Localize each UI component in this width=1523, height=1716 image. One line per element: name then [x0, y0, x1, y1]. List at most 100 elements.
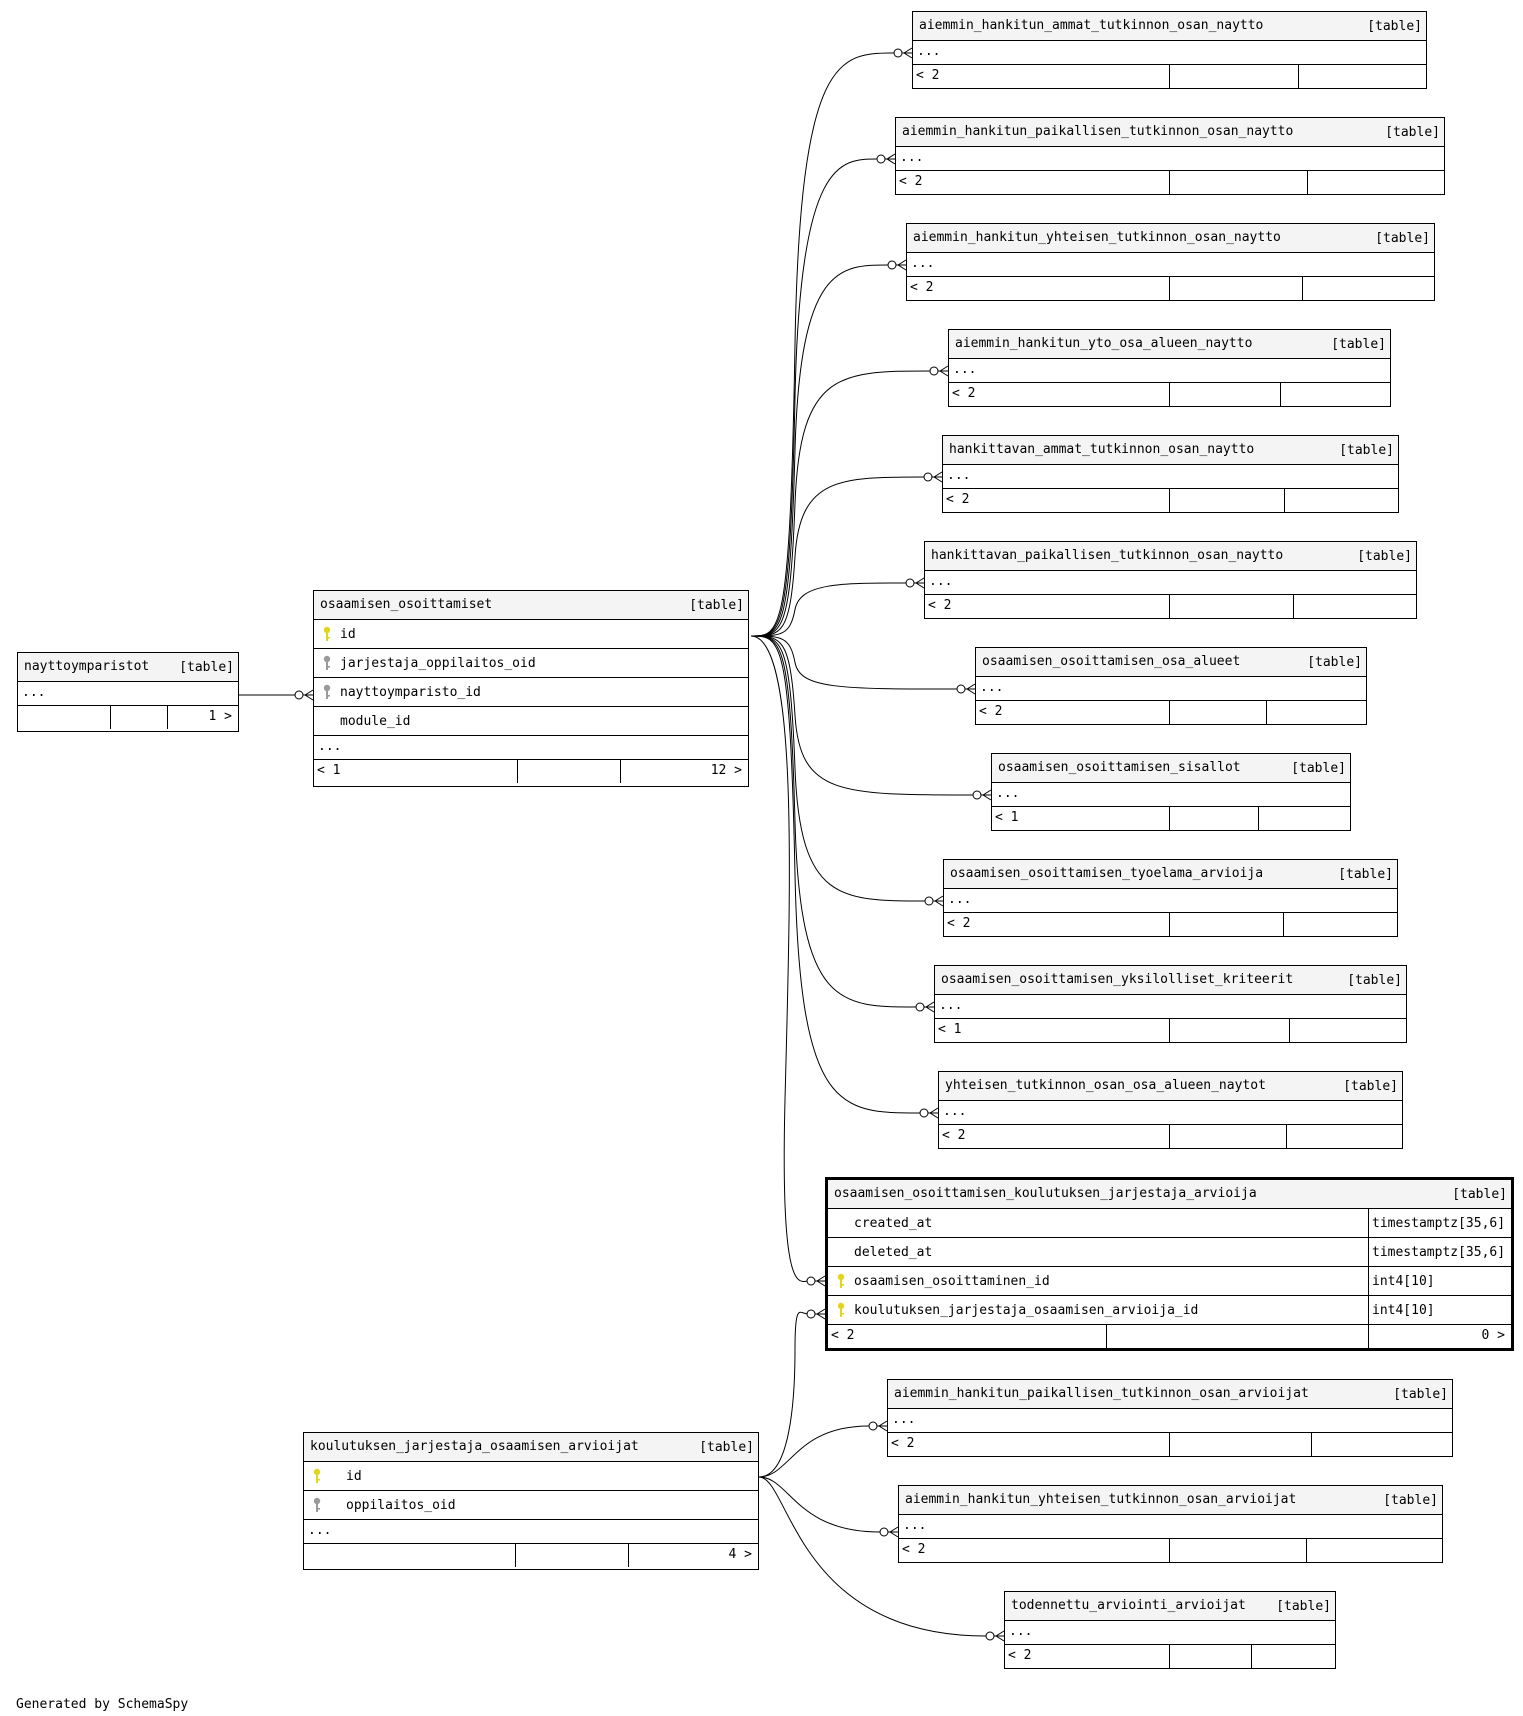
table-footer: < 2: [913, 65, 1426, 88]
table-name: osaamisen_osoittamisen_tyoelama_arvioija: [950, 866, 1264, 881]
foreign-key-icon: [323, 655, 331, 670]
parent-count: < 2: [916, 68, 940, 83]
relationship-crowfoot: [876, 153, 896, 165]
generator-credit: Generated by SchemaSpy: [16, 1697, 189, 1712]
table-kind: [table]: [1375, 231, 1430, 246]
table-kind: [table]: [1452, 1187, 1507, 1202]
table-footer: < 2: [943, 489, 1398, 512]
table-footer: < 1: [992, 807, 1350, 830]
table-aiemmin-hankitun-yto-osa-alueen-naytto[interactable]: aiemmin_hankitun_yto_osa_alueen_naytto[t…: [948, 329, 1391, 407]
table-name: osaamisen_osoittamisen_koulutuksen_jarje…: [834, 1186, 1257, 1201]
relationship-crowfoot: [806, 1308, 826, 1320]
relationship-crowfoot: [879, 1526, 899, 1538]
table-hankittavan-paikallisen-tutkinnon-osan-naytto[interactable]: hankittavan_paikallisen_tutkinnon_osan_n…: [924, 541, 1417, 619]
table-aiemmin-hankitun-yhteisen-tutkinnon-osan-arvioijat[interactable]: aiemmin_hankitun_yhteisen_tutkinnon_osan…: [898, 1485, 1443, 1563]
table-name: nayttoymparistot: [24, 659, 150, 674]
more-columns: ...: [22, 685, 46, 700]
table-kind: [table]: [1383, 1493, 1438, 1508]
table-osaamisen-osoittamisen-tyoelama-arvioija[interactable]: osaamisen_osoittamisen_tyoelama_arvioija…: [943, 859, 1398, 937]
relationship-crowfoot: [929, 365, 949, 377]
table-nayttoymparistot[interactable]: nayttoymparistot[table] ... 1 >: [17, 652, 239, 732]
table-kind: [table]: [1331, 337, 1386, 352]
table-footer: < 2 0 >: [828, 1325, 1511, 1348]
relationship-line: [750, 582, 907, 637]
table-kind: [table]: [1367, 19, 1422, 34]
primary-key-icon: [323, 626, 331, 641]
relationship-line: [758, 1476, 881, 1533]
relationship-line: [758, 1311, 809, 1478]
table-yhteisen-tutkinnon-osan-osa-alueen-naytot[interactable]: yhteisen_tutkinnon_osan_osa_alueen_nayto…: [938, 1071, 1403, 1149]
table-osaamisen-osoittamisen-yksilolliset-kriteerit[interactable]: osaamisen_osoittamisen_yksilolliset_krit…: [934, 965, 1407, 1043]
table-name: hankittavan_ammat_tutkinnon_osan_naytto: [949, 442, 1255, 457]
relationship-line: [750, 158, 878, 637]
more-columns: ...: [943, 1104, 967, 1119]
table-aiemmin-hankitun-ammat-tutkinnon-osan-naytto[interactable]: aiemmin_hankitun_ammat_tutkinnon_osan_na…: [912, 11, 1427, 89]
relationship-line: [750, 476, 925, 637]
relationship-line: [758, 1425, 870, 1478]
table-aiemmin-hankitun-paikallisen-tutkinnon-osan-naytto[interactable]: aiemmin_hankitun_paikallisen_tutkinnon_o…: [895, 117, 1445, 195]
relationship-line: [750, 264, 889, 637]
table-kind: [table]: [1347, 973, 1402, 988]
more-columns: ...: [892, 1412, 916, 1427]
relationship-crowfoot: [887, 259, 907, 271]
foreign-key-icon: [313, 1497, 321, 1512]
table-osaamisen-osoittamisen-sisallot[interactable]: osaamisen_osoittamisen_sisallot[table] .…: [991, 753, 1351, 831]
table-osaamisen-osoittamiset[interactable]: osaamisen_osoittamiset[table] id jarjest…: [313, 590, 749, 787]
parent-count: < 2: [979, 704, 1003, 719]
table-hankittavan-ammat-tutkinnon-osan-naytto[interactable]: hankittavan_ammat_tutkinnon_osan_naytto […: [942, 435, 1399, 513]
more-columns: ...: [1009, 1624, 1033, 1639]
table-kind: [table]: [689, 598, 744, 613]
column-name: module_id: [340, 714, 411, 729]
table-footer: < 2: [925, 595, 1416, 618]
parent-count: < 1: [995, 810, 1019, 825]
column-name: koulutuksen_jarjestaja_osaamisen_arvioij…: [854, 1303, 1199, 1318]
relationship-crowfoot: [956, 683, 976, 695]
table-osaamisen-osoittamisen-osa-alueet[interactable]: osaamisen_osoittamisen_osa_alueet[table]…: [975, 647, 1367, 725]
column-type: timestamptz[35,6]: [1372, 1245, 1506, 1260]
table-kind: [table]: [1343, 1079, 1398, 1094]
table-kind: [table]: [1339, 443, 1394, 458]
more-columns: ...: [947, 468, 971, 483]
parent-count: < 2: [831, 1328, 855, 1343]
parent-count: < 2: [1008, 1648, 1032, 1663]
child-count: 1 >: [208, 709, 232, 724]
column-name: nayttoymparisto_id: [340, 685, 481, 700]
relationship-line: [750, 635, 921, 1114]
table-footer: < 2: [899, 1539, 1442, 1562]
relationship-crowfoot: [294, 689, 314, 701]
column-type: timestamptz[35,6]: [1372, 1216, 1506, 1231]
table-kind: [table]: [1357, 549, 1412, 564]
parent-count: < 2: [952, 386, 976, 401]
relationship-line: [750, 52, 895, 637]
relationship-line: [758, 1476, 987, 1637]
relationship-crowfoot: [893, 47, 913, 59]
more-columns: ...: [903, 1518, 927, 1533]
column-name: osaamisen_osoittaminen_id: [854, 1274, 1050, 1289]
table-footer: < 2: [1005, 1645, 1335, 1668]
table-name: todennettu_arviointi_arvioijat: [1011, 1598, 1246, 1613]
table-footer: 1 >: [18, 706, 238, 729]
table-aiemmin-hankitun-paikallisen-tutkinnon-osan-arvioijat[interactable]: aiemmin_hankitun_paikallisen_tutkinnon_o…: [887, 1379, 1453, 1457]
parent-count: < 2: [899, 174, 923, 189]
table-footer: < 2: [976, 701, 1366, 724]
relationship-crowfoot: [919, 1107, 939, 1119]
table-todennettu-arviointi-arvioijat[interactable]: todennettu_arviointi_arvioijat[table] ..…: [1004, 1591, 1336, 1669]
table-aiemmin-hankitun-yhteisen-tutkinnon-osan-naytto[interactable]: aiemmin_hankitun_yhteisen_tutkinnon_osan…: [906, 223, 1435, 301]
parent-count: < 2: [910, 280, 934, 295]
table-osaamisen-osoittamisen-koulutuksen-jarjestaja-arvioija[interactable]: osaamisen_osoittamisen_koulutuksen_jarje…: [825, 1177, 1514, 1351]
column-name: created_at: [854, 1216, 933, 1231]
table-name: aiemmin_hankitun_ammat_tutkinnon_osan_na…: [919, 18, 1264, 33]
table-kind: [table]: [1385, 125, 1440, 140]
column-name: oppilaitos_oid: [346, 1498, 456, 1513]
parent-count: < 1: [938, 1022, 962, 1037]
table-footer: < 2: [949, 383, 1390, 406]
relationship-crowfoot: [806, 1275, 826, 1287]
table-footer: < 2: [896, 171, 1444, 194]
relationship-line: [750, 635, 809, 1282]
relationship-crowfoot: [868, 1420, 888, 1432]
column-name: id: [346, 1469, 362, 1484]
table-name: yhteisen_tutkinnon_osan_osa_alueen_nayto…: [945, 1078, 1266, 1093]
table-footer: < 2: [888, 1433, 1452, 1456]
table-koulutuksen-jarjestaja-osaamisen-arvioijat[interactable]: koulutuksen_jarjestaja_osaamisen_arvioij…: [303, 1432, 759, 1570]
table-name: osaamisen_osoittamiset: [320, 597, 493, 612]
